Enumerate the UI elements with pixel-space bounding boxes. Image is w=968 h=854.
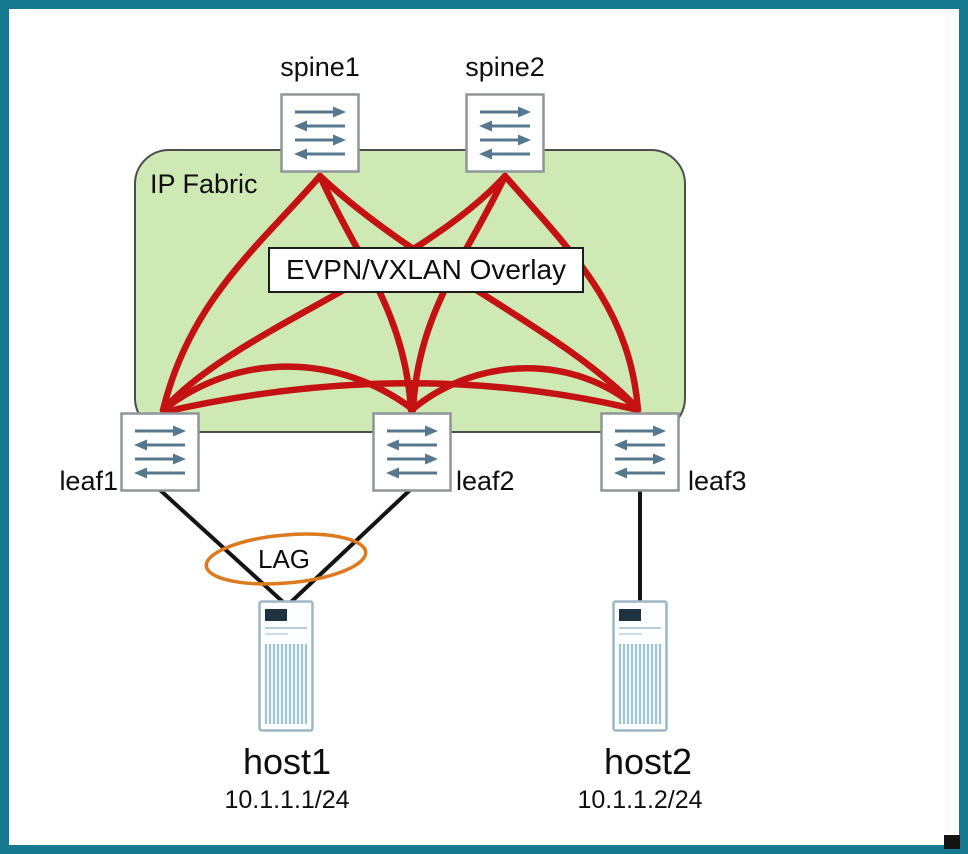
link-spine1-leaf1 — [159, 172, 324, 414]
evpn-vxlan-overlay-box: EVPN/VXLAN Overlay — [268, 247, 584, 293]
spine1-label: spine1 — [280, 52, 360, 82]
corner-mark — [944, 835, 960, 849]
link-leaf1-leaf3 — [160, 380, 642, 416]
lag-label: LAG — [257, 544, 311, 574]
leaf1-label: leaf1 — [59, 466, 118, 496]
leaf2-label: leaf2 — [456, 466, 515, 496]
host1-label: host1 — [242, 741, 332, 782]
host2-label: host2 — [603, 741, 693, 782]
link-spine2-leaf1 — [161, 172, 509, 412]
leaf3-switch-icon — [600, 412, 680, 492]
link-leaf1-leaf2 — [159, 363, 415, 414]
host1-server-icon — [258, 600, 314, 732]
host1-ip: 10.1.1.1/24 — [224, 786, 350, 814]
ip-fabric-label: IP Fabric — [150, 169, 258, 199]
leaf3-label: leaf3 — [688, 466, 747, 496]
host2-server-icon — [612, 600, 668, 732]
link-leaf2-leaf3 — [410, 365, 641, 412]
leaf2-switch-icon — [372, 412, 452, 492]
link-spine1-leaf3 — [316, 172, 641, 412]
link-spine2-leaf3 — [501, 172, 642, 414]
host2-ip: 10.1.1.2/24 — [577, 786, 703, 814]
spine2-label: spine2 — [465, 52, 545, 82]
spine1-switch-icon — [280, 93, 360, 173]
link-leaf2-host1 — [289, 488, 412, 604]
lag-ellipse — [204, 532, 368, 586]
spine2-switch-icon — [465, 93, 545, 173]
leaf1-switch-icon — [120, 412, 200, 492]
evpn-vxlan-overlay-label: EVPN/VXLAN Overlay — [285, 254, 567, 285]
